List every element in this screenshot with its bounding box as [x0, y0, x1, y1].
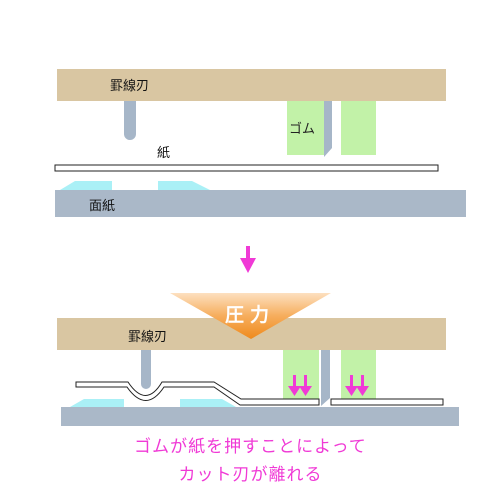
face-paper-label-top: 面紙	[89, 199, 115, 214]
creasing-rule-top	[124, 101, 136, 140]
glue-strip-left-bottom	[70, 399, 124, 407]
glue-strip-right-top	[158, 181, 210, 190]
pressure-arrow-shape	[170, 293, 331, 339]
cutting-blade-bottom	[321, 350, 330, 406]
creasing-rule-label-top: 罫線刃	[110, 78, 149, 94]
rubber-right-top	[341, 101, 376, 155]
paper-sheet-bottom-left	[75, 381, 320, 406]
paper-label-top: 紙	[157, 146, 170, 161]
glue-strip-right-bottom	[180, 399, 236, 407]
glue-strip-left-top	[60, 181, 112, 190]
cutting-blade-top	[324, 101, 332, 157]
push-arrow-icon	[345, 375, 358, 396]
top-diagram: 罫線刃 ゴム 紙 面紙	[54, 69, 466, 217]
paper-sheet-top	[54, 164, 439, 172]
rubber-right-bottom	[341, 350, 376, 399]
base-plate-top	[55, 190, 466, 217]
push-arrow-icon	[356, 375, 369, 396]
pressure-arrow: 圧力	[170, 293, 331, 339]
push-arrow-icon	[288, 375, 301, 396]
bottom-diagram: 罫線刃	[57, 318, 459, 426]
down-arrow-icon	[240, 246, 256, 273]
base-plate-bottom	[61, 407, 459, 426]
paper-sheet-bottom-right	[330, 398, 444, 406]
push-arrow-icon	[299, 375, 312, 396]
rubber-label-top: ゴム	[289, 121, 315, 137]
creasing-rule-bottom	[141, 350, 151, 389]
caption-line-2: カット刃が離れる	[178, 465, 323, 485]
rubber-left-top	[287, 101, 324, 155]
pressure-label: 圧力	[225, 303, 275, 326]
caption-line-1: ゴムが紙を押すことによって	[134, 437, 367, 457]
rubber-left-bottom	[283, 350, 319, 399]
creasing-rule-label-bottom: 罫線刃	[128, 329, 167, 345]
die-board-top	[57, 69, 446, 101]
